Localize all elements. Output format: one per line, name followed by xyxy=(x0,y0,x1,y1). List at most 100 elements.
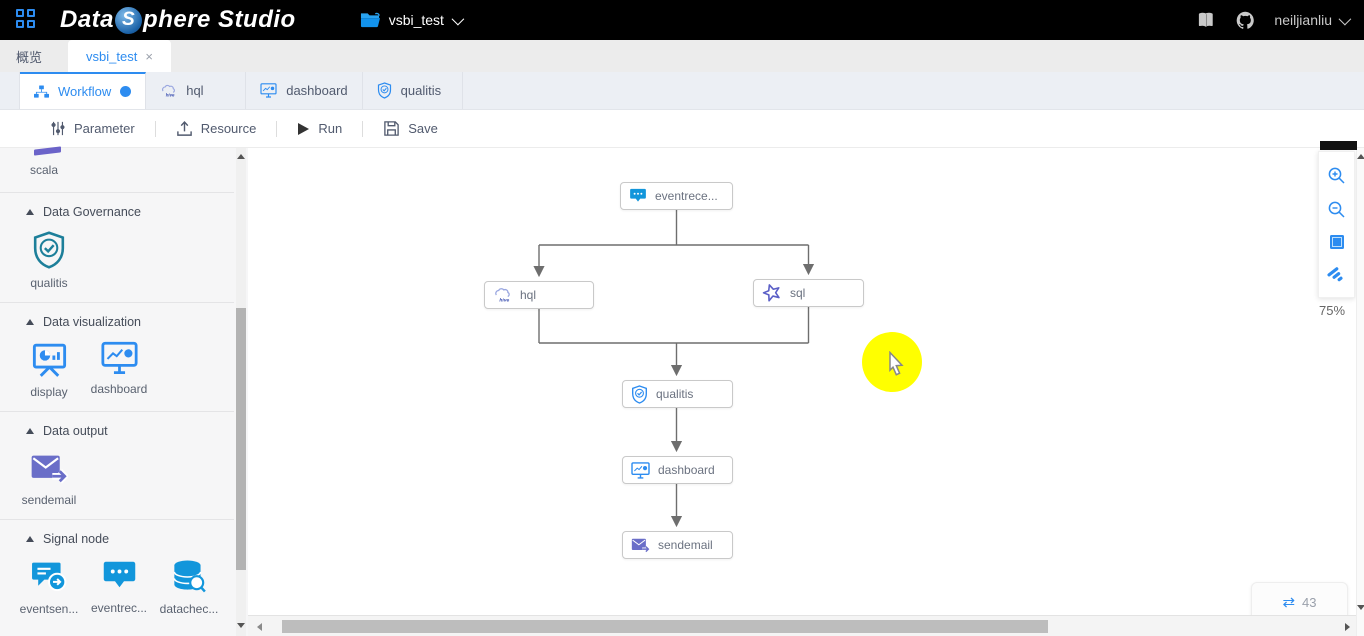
palette-item-qualitis[interactable]: qualitis xyxy=(14,231,84,290)
hive-icon: hive xyxy=(162,84,175,97)
collapse-triangle-icon xyxy=(26,209,34,215)
scrollbar-thumb[interactable] xyxy=(282,620,1048,633)
button-label: Resource xyxy=(200,121,257,136)
logo-text-data: Data xyxy=(60,6,115,33)
dashboard-monitor-icon xyxy=(100,341,138,375)
user-name: neiljianliu xyxy=(1274,12,1332,28)
eventreceiver-icon xyxy=(103,561,135,588)
resource-button[interactable]: Resource xyxy=(156,120,277,137)
node-label: hql xyxy=(520,288,537,302)
node-label: dashboard xyxy=(658,463,715,477)
github-icon[interactable] xyxy=(1235,10,1256,31)
palette-item-label: display xyxy=(30,385,68,399)
button-label: Run xyxy=(318,121,343,136)
logo-sphere-icon: S xyxy=(115,6,143,34)
node-sendemail[interactable]: sendemail xyxy=(622,531,733,559)
scroll-right-arrow-icon[interactable] xyxy=(1345,623,1350,631)
execution-counter[interactable]: ⇄ 43 xyxy=(1251,582,1348,615)
close-icon[interactable]: × xyxy=(145,48,153,64)
collapse-triangle-icon xyxy=(26,536,34,542)
scrollbar-thumb-dark xyxy=(1320,141,1357,150)
docs-book-icon[interactable] xyxy=(1196,11,1217,29)
fit-view-icon[interactable] xyxy=(1328,233,1346,251)
chevron-down-icon xyxy=(451,12,465,25)
shield-check-icon xyxy=(632,384,647,404)
scroll-up-arrow-icon[interactable] xyxy=(237,154,245,159)
canvas-vertical-scrollbar[interactable] xyxy=(1356,148,1364,636)
palette-item-eventreceiver[interactable]: eventrec... xyxy=(84,558,154,616)
palette-item-label: dashboard xyxy=(90,382,148,396)
tab-hql[interactable]: hive hql xyxy=(146,72,247,109)
palette-item-dashboard[interactable]: dashboard xyxy=(84,341,154,399)
palette-item-sendemail[interactable]: sendemail xyxy=(14,450,84,507)
save-button[interactable]: Save xyxy=(363,120,458,137)
toolbar-divider xyxy=(154,120,156,137)
mouse-cursor-icon xyxy=(889,351,904,376)
auto-layout-icon[interactable] xyxy=(1327,266,1346,283)
sliders-icon xyxy=(51,121,65,136)
app-grid-icon[interactable] xyxy=(16,9,38,31)
scroll-left-arrow-icon[interactable] xyxy=(257,623,262,631)
tab-overview[interactable]: 概览 xyxy=(16,49,43,65)
tab-vsbi-test[interactable]: vsbi_test × xyxy=(68,40,171,72)
palette-item-label: qualitis xyxy=(30,276,68,290)
node-eventreceiver[interactable]: eventrece... xyxy=(620,182,733,210)
tab-qualitis[interactable]: qualitis xyxy=(363,72,463,109)
sendemail-icon xyxy=(631,538,650,553)
node-label: sql xyxy=(790,286,806,300)
section-title: Data visualization xyxy=(43,315,141,329)
tab-label: Workflow xyxy=(58,84,112,99)
parameter-button[interactable]: Parameter xyxy=(30,120,155,137)
palette-item-display[interactable]: display xyxy=(14,341,84,399)
eventreceiver-icon xyxy=(630,188,646,202)
palette-item-label: scala xyxy=(29,163,58,177)
user-menu[interactable]: neiljianliu xyxy=(1274,12,1352,28)
workflow-toolbar: Parameter Resource Run Save xyxy=(0,110,1364,148)
tab-bar-spacer xyxy=(0,72,20,109)
node-palette-sidebar: scala Data Governance qualitis xyxy=(0,146,248,636)
scroll-up-arrow-icon[interactable] xyxy=(1357,154,1364,159)
scroll-down-arrow-icon[interactable] xyxy=(237,623,245,628)
canvas-horizontal-scrollbar[interactable] xyxy=(248,615,1356,636)
display-board-icon xyxy=(32,343,66,377)
node-sql[interactable]: sql xyxy=(753,279,864,307)
tab-workflow[interactable]: Workflow xyxy=(20,72,147,109)
header-right-group: neiljianliu xyxy=(1196,10,1352,31)
dashboard-monitor-icon xyxy=(631,461,650,479)
zoom-out-icon[interactable] xyxy=(1327,200,1346,219)
palette-item-datachecker[interactable]: datachec... xyxy=(154,558,224,616)
section-header-signal-node[interactable]: Signal node xyxy=(0,530,234,558)
logo-text-rest: phere Studio xyxy=(143,6,296,33)
chevron-down-icon xyxy=(1338,12,1352,25)
palette-item-scala[interactable]: scala xyxy=(0,146,234,192)
section-header-data-output[interactable]: Data output xyxy=(0,422,234,450)
palette-item-label: eventsen... xyxy=(19,602,79,616)
run-button[interactable]: Run xyxy=(277,121,362,136)
node-qualitis[interactable]: qualitis xyxy=(622,380,733,408)
node-label: eventrece... xyxy=(655,189,718,203)
workflow-edges xyxy=(533,210,815,528)
button-label: Save xyxy=(408,121,438,136)
toolbar-divider xyxy=(276,120,278,137)
project-selector[interactable]: vsbi_test xyxy=(360,11,465,29)
section-header-data-visualization[interactable]: Data visualization xyxy=(0,313,234,341)
palette-item-eventsender[interactable]: eventsen... xyxy=(14,558,84,616)
eventsender-icon xyxy=(32,562,67,592)
scroll-down-arrow-icon[interactable] xyxy=(1357,605,1364,610)
zoom-in-icon[interactable] xyxy=(1327,166,1346,185)
editor-tab-bar: Workflow hive hql dashboard qualitis xyxy=(0,72,1364,110)
node-hql[interactable]: hive hql xyxy=(484,281,594,309)
section-signal-node: Signal node eventsen... eventrec... xyxy=(0,519,234,628)
section-header-data-governance[interactable]: Data Governance xyxy=(0,203,234,231)
sidebar-scrollbar[interactable] xyxy=(236,148,246,636)
node-dashboard[interactable]: dashboard xyxy=(622,456,733,484)
node-label: sendemail xyxy=(658,538,713,552)
scrollbar-thumb[interactable] xyxy=(236,308,246,570)
tab-dashboard[interactable]: dashboard xyxy=(246,72,363,109)
upload-icon xyxy=(176,121,192,136)
workflow-canvas[interactable]: eventrece... hive hql sql qualitis dashb… xyxy=(248,148,1356,615)
unsaved-dot-icon xyxy=(120,86,132,97)
section-data-output: Data output sendemail xyxy=(0,411,234,519)
main-area: scala Data Governance qualitis xyxy=(0,141,1364,636)
